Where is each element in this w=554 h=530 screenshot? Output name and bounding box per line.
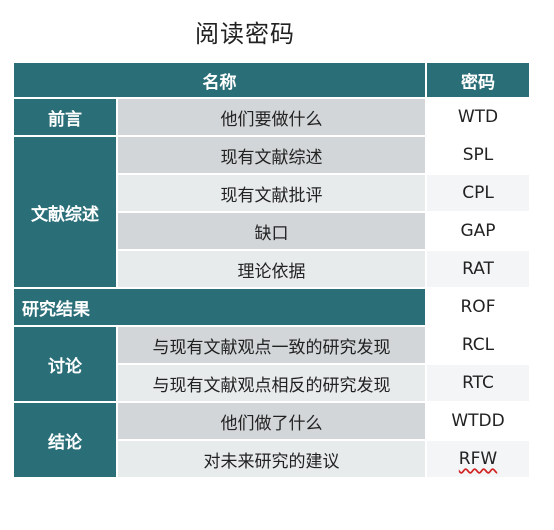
table-row: 前言 他们要做什么 WTD (12, 97, 531, 137)
row-code: SPL (425, 135, 531, 175)
header-code: 密码 (425, 61, 531, 99)
table-row: 研究结果 ROF (12, 287, 531, 327)
table-row: 对未来研究的建议 RFW (13, 439, 531, 479)
row-name: 现有文献综述 (116, 135, 427, 175)
page-title: 阅读密码 (195, 20, 295, 48)
row-code: RFW (425, 439, 531, 479)
category-discussion: 讨论 (12, 325, 118, 403)
table-row: 现有文献批评 CPL (13, 173, 531, 213)
row-name: 对未来研究的建议 (116, 439, 427, 479)
row-code: GAP (425, 211, 531, 251)
table-row: 与现有文献观点相反的研究发现 RTC (13, 363, 531, 403)
category-literature-review: 文献综述 (12, 135, 118, 289)
row-name: 现有文献批评 (116, 173, 427, 213)
row-code-text: RFW (458, 449, 498, 469)
row-code: ROF (425, 287, 531, 327)
code-table: 名称 密码 前言 他们要做什么 WTD 文献综述 现有文献综述 SPL 现有文献… (12, 61, 531, 479)
category-preface: 前言 (12, 97, 118, 137)
category-results: 研究结果 (12, 287, 427, 327)
table-row: 讨论 与现有文献观点一致的研究发现 RCL (12, 325, 531, 403)
row-name: 他们做了什么 (116, 401, 427, 441)
table-row: 缺口 GAP (13, 211, 531, 251)
row-code: WTD (425, 97, 531, 137)
header-name: 名称 (12, 61, 427, 99)
row-name: 他们要做什么 (116, 97, 427, 137)
row-name: 缺口 (116, 211, 427, 251)
row-code: RAT (425, 249, 531, 289)
table-header-row: 名称 密码 (12, 61, 531, 99)
table-row: 文献综述 现有文献综述 SPL (12, 135, 531, 289)
row-name: 与现有文献观点相反的研究发现 (116, 363, 427, 403)
row-code: CPL (425, 173, 531, 213)
category-conclusion: 结论 (12, 401, 118, 479)
table-row: 结论 他们做了什么 WTDD (12, 401, 531, 479)
table-row: 理论依据 RAT (13, 249, 531, 289)
row-code: RCL (425, 325, 531, 365)
row-name: 与现有文献观点一致的研究发现 (116, 325, 427, 365)
row-code: WTDD (425, 401, 531, 441)
row-name: 理论依据 (116, 249, 427, 289)
row-code: RTC (425, 363, 531, 403)
